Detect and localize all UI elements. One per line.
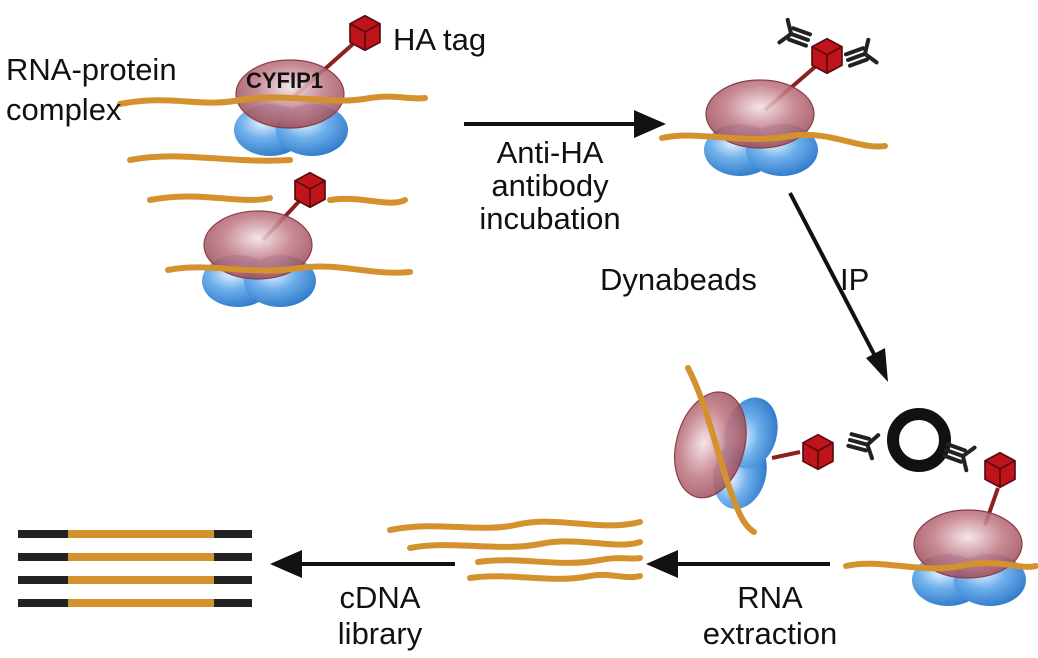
rna-strand bbox=[327, 195, 408, 206]
antibody-label-line1: Anti-HA bbox=[496, 135, 604, 170]
cyfip1-label: CYFIP1 bbox=[246, 68, 324, 93]
cdna-fragment bbox=[18, 576, 252, 584]
cdna-fragment bbox=[18, 599, 252, 607]
rna-strand bbox=[843, 560, 1038, 572]
arrow-rna-extraction bbox=[646, 550, 830, 578]
cdna-label-line1: cDNA bbox=[339, 580, 421, 615]
rna-strand bbox=[117, 93, 428, 107]
tag-linker bbox=[771, 450, 801, 460]
rna-protein-complex-lower bbox=[165, 171, 413, 308]
arrow-cdna-library bbox=[270, 550, 455, 578]
arrow-ip bbox=[788, 192, 888, 382]
complex-label-line1: RNA-protein bbox=[6, 52, 177, 87]
rna-strand bbox=[127, 153, 293, 164]
dynabead-capture bbox=[662, 365, 1038, 607]
ribosome-complex bbox=[201, 210, 317, 308]
ha-tag-label: HA tag bbox=[393, 22, 487, 57]
arrow-antibody-incubation bbox=[464, 110, 666, 138]
anti-ha-antibody bbox=[777, 17, 815, 54]
dynabeads-label: Dynabeads bbox=[600, 262, 757, 297]
antibody-bound-complex bbox=[659, 17, 888, 177]
dynabead bbox=[887, 408, 951, 472]
rna-strand bbox=[685, 365, 757, 535]
cdna-label-line2: library bbox=[337, 616, 423, 651]
ip-label: IP bbox=[840, 262, 870, 297]
rna-protein-complex-top bbox=[117, 14, 428, 206]
ha-tag-cube bbox=[802, 433, 834, 471]
cdna-fragment bbox=[18, 553, 252, 561]
rna-extraction-label-line2: extraction bbox=[702, 616, 838, 651]
cdna-fragment bbox=[18, 530, 252, 538]
ha-tag-cube bbox=[294, 171, 326, 209]
ribosome-complex bbox=[662, 379, 786, 516]
ribosome-complex bbox=[703, 79, 819, 177]
ha-tag-cube bbox=[349, 14, 381, 52]
ha-tag-cube bbox=[811, 37, 843, 75]
cdna-library-bars bbox=[18, 530, 252, 607]
anti-ha-antibody bbox=[841, 37, 879, 74]
antibody-label-line3: incubation bbox=[479, 201, 621, 236]
rna-extraction-label-line1: RNA bbox=[737, 580, 803, 615]
ha-tag-cube bbox=[984, 451, 1016, 489]
anti-ha-antibody bbox=[844, 426, 881, 461]
antibody-label-line2: antibody bbox=[491, 168, 609, 203]
complex-label-line2: complex bbox=[6, 92, 122, 127]
rna-strand bbox=[147, 193, 273, 203]
ribosome-complex bbox=[911, 509, 1027, 607]
rna-strand bbox=[659, 131, 888, 150]
rna-strand bbox=[165, 263, 413, 276]
extracted-rna bbox=[387, 518, 643, 582]
